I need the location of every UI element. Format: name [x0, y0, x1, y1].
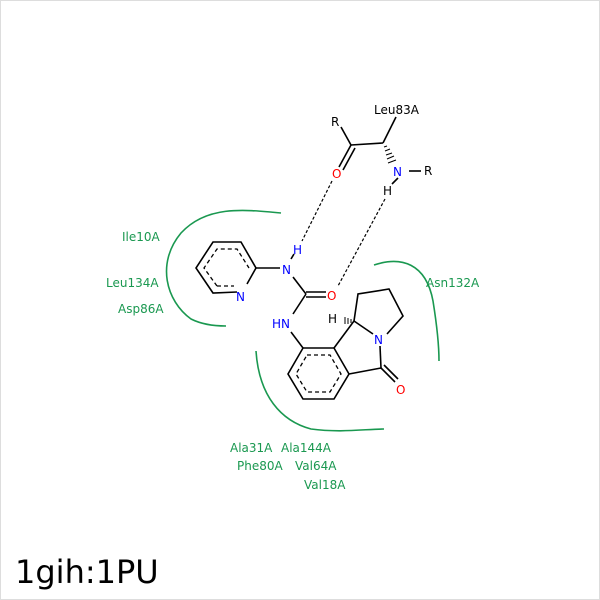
residue-label-phe80: Phe80A [237, 459, 283, 473]
amide-hydrogen-label: H [293, 243, 302, 257]
hbond-2 [337, 198, 386, 287]
hydrophobic-arc-left [165, 209, 282, 327]
residue-label-ile10: Ile10A [122, 230, 161, 244]
residue-label-ala31: Ala31A [230, 441, 273, 455]
hn-label: HN [272, 317, 290, 331]
hydrophobic-arc-asn132 [373, 260, 440, 362]
hbond-1 [301, 180, 333, 242]
r-group-label: R [424, 164, 432, 178]
pyridine-ring [195, 241, 280, 294]
residue-label-ala144: Ala144A [281, 441, 332, 455]
residue-label-asn132: Asn132A [426, 276, 480, 290]
hydrophobic-arc-bottom [255, 350, 385, 432]
pyridine-nitrogen-label: N [236, 290, 245, 304]
residue-label-leu134: Leu134A [106, 276, 159, 290]
residue-label-val64: Val64A [295, 459, 337, 473]
lactam-oxygen-label: O [396, 383, 405, 397]
urea-oxygen-label: O [327, 289, 336, 303]
lactam-nitrogen-label: N [374, 333, 383, 347]
urea-linker [290, 253, 326, 349]
residue-label-leu83: Leu83A [374, 103, 420, 117]
stereo-hydrogen-label: H [328, 312, 337, 326]
nitrogen-label: N [393, 165, 402, 179]
hydrogen-label: H [383, 184, 392, 198]
oxygen-label: O [332, 167, 341, 181]
r-group-label: R [331, 115, 339, 129]
residue-label-val18: Val18A [304, 478, 346, 492]
leu83-backbone [338, 116, 421, 185]
isoindolone-system [287, 288, 404, 400]
amide-nitrogen-label: N [282, 263, 291, 277]
complex-title: 1gih:1PU [15, 553, 159, 591]
residue-label-asp86: Asp86A [118, 302, 164, 316]
